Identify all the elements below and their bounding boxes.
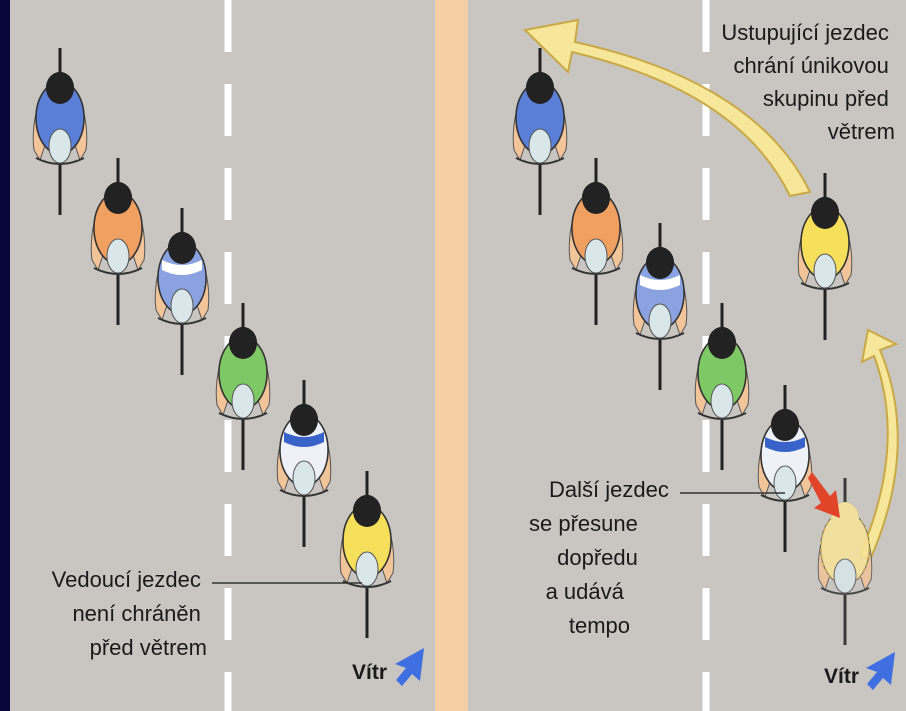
rider-green <box>693 301 751 472</box>
left-wind-label: Vítr <box>352 661 387 684</box>
left-rider-group <box>31 46 396 640</box>
rider-blue <box>511 46 569 217</box>
panel-divider <box>435 0 468 711</box>
rider-yellow <box>796 171 854 342</box>
rider-green <box>214 301 272 472</box>
right-panel: Ustupující jezdec chrání únikovou skupin… <box>468 0 906 711</box>
retreat-arrow-icon <box>522 18 812 198</box>
rider-white-blue <box>756 383 814 554</box>
right-wind-arrow-icon <box>866 652 895 690</box>
left-panel: Vedoucí jezdec není chráněn před větrem … <box>10 0 435 711</box>
rider-orange <box>567 156 625 327</box>
right-wind-label: Vítr <box>824 665 859 688</box>
right-bottom-label: Další jezdec se přesune dopředu a udává … <box>529 477 675 638</box>
left-label: Vedoucí jezdec není chráněn před větrem <box>52 567 207 660</box>
rider-orange <box>89 156 147 327</box>
rider-blue <box>31 46 89 217</box>
move-forward-arrow-icon <box>808 472 840 518</box>
drop-back-arrow-icon <box>858 328 899 562</box>
left-wind-arrow-icon <box>395 648 424 686</box>
rider-blue-white <box>153 206 211 377</box>
rider-yellow-ghost <box>816 476 874 647</box>
rider-blue-white <box>631 221 689 392</box>
rider-white-blue <box>275 378 333 549</box>
rider-yellow <box>338 469 396 640</box>
right-top-label: Ustupující jezdec chrání únikovou skupin… <box>721 20 895 144</box>
right-rider-group <box>511 46 874 647</box>
